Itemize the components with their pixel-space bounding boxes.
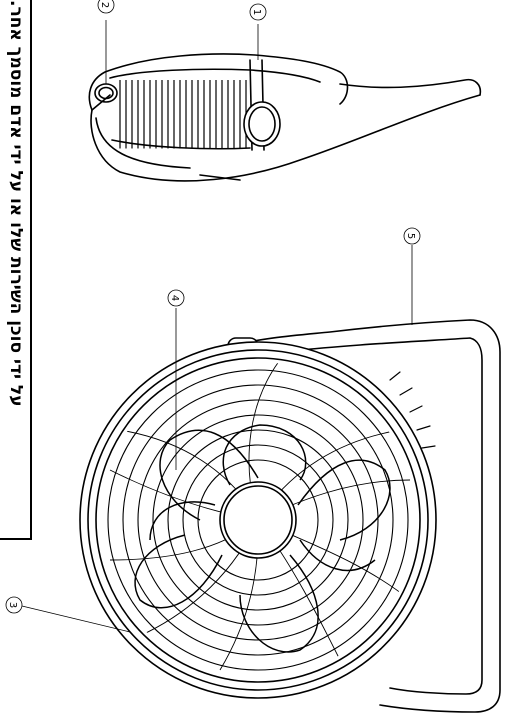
callout-1-label: 1 [251,9,262,15]
callout-2-label: 2 [99,2,110,8]
fan-hub [219,481,297,559]
callout-1-leader [249,3,267,60]
callout-3-label: 3 [7,602,18,608]
callout-2-leader [97,0,115,84]
fan-grille [107,369,409,671]
callout-5-leader [403,227,421,325]
callout-5-label: 5 [405,233,416,239]
callout-4-label: 4 [169,295,180,301]
callout-4-leader [167,289,185,470]
callout-3-leader [5,596,131,633]
notice-box: על ידי סוכן השירות שלו או על ידי אדם מוס… [0,0,32,540]
fan-side-view [88,53,482,182]
